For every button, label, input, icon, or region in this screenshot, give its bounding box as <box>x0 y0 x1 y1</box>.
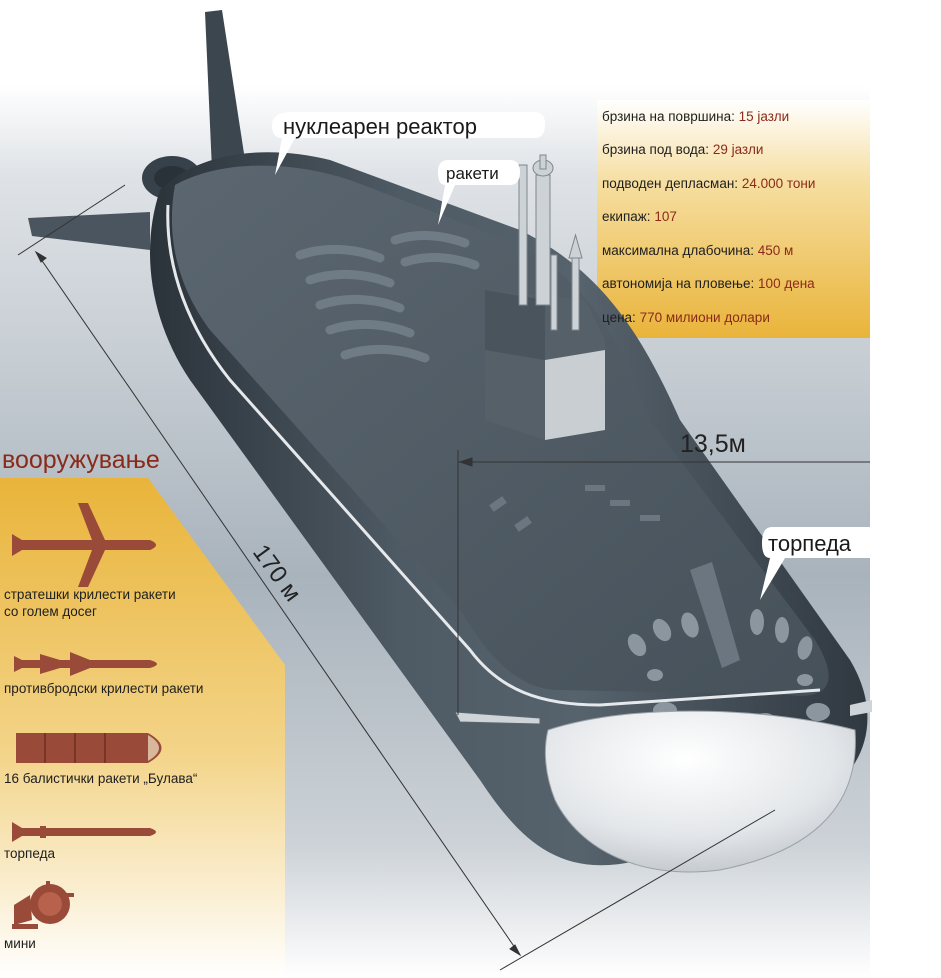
bow-fin-left <box>454 711 541 725</box>
missile-hatches <box>295 231 480 363</box>
spec-crew: екипаж: 107 <box>602 209 677 224</box>
torpedoes-callout-text: торпеда <box>768 531 852 556</box>
ballistic-missile-icon <box>16 733 162 763</box>
reactor-callout-text: нуклеарен реактор <box>283 114 477 139</box>
naval-mine-icon <box>12 881 74 929</box>
specs-list: брзина на површина: 15 јазли брзина под … <box>597 100 870 338</box>
spec-surface-speed: брзина на површина: 15 јазли <box>602 109 789 124</box>
specs-panel-background <box>597 100 870 338</box>
spec-value: 770 милиони долари <box>639 310 770 325</box>
spec-label: цена: <box>602 310 640 325</box>
cruise-missile-icon <box>12 503 156 587</box>
bow-fin-right <box>850 700 872 716</box>
armament-item-ballistic-missiles: 16 балистички ракети „Булава“ <box>4 771 198 786</box>
armament-title: вооружување <box>2 446 160 474</box>
spec-max-depth: максимална длабочина: 450 м <box>602 243 793 258</box>
bow-markings <box>489 485 740 668</box>
armament-item-anti-ship-missiles: противбродски крилести ракети <box>4 681 204 696</box>
torpedo-icon <box>12 822 156 842</box>
anti-ship-missile-icon <box>14 652 157 676</box>
stern-vertical-fin <box>205 10 245 170</box>
armament-panel-background <box>0 478 285 978</box>
spec-price: цена: 770 милиони долари <box>602 310 770 325</box>
reactor-callout: нуклеарен реактор <box>272 112 545 175</box>
spec-label: максимална длабочина: <box>602 243 758 258</box>
armament-item-cruise-missiles: стратешки крилести ракети со голем досег <box>4 587 176 619</box>
width-dimension <box>457 450 870 715</box>
missiles-callout-text: ракети <box>446 164 499 183</box>
width-label: 13,5м <box>680 430 746 458</box>
spec-value: 450 м <box>757 243 794 258</box>
spec-value: 29 јазли <box>712 142 764 157</box>
spec-displacement: подводен депласман: 24.000 тони <box>602 176 815 191</box>
sonar-dome <box>544 710 856 873</box>
spec-value: 15 јазли <box>738 109 790 124</box>
length-dimension <box>17 184 776 971</box>
spec-label: автономија на пловење: <box>602 276 759 291</box>
stern-fin-left <box>28 212 150 250</box>
spec-label: подводен депласман: <box>602 176 742 191</box>
spec-autonomy: автономија на пловење: 100 дена <box>602 276 815 291</box>
sail-window <box>545 350 605 440</box>
periscope-masts <box>518 154 583 331</box>
armament-item-torpedoes: торпеда <box>4 846 55 861</box>
spec-submerged-speed: брзина под вода: 29 јазли <box>602 142 763 157</box>
spec-value: 24.000 тони <box>741 176 816 191</box>
spec-label: екипаж: <box>602 209 655 224</box>
missiles-callout: ракети <box>438 160 520 225</box>
sail-side <box>485 290 545 360</box>
armament-item-mines: мини <box>4 936 36 951</box>
hull-stripe <box>166 204 821 707</box>
torpedoes-callout: торпеда <box>760 527 870 600</box>
spec-value: 107 <box>654 209 677 224</box>
spec-value: 100 дена <box>758 276 815 291</box>
spec-label: брзина под вода: <box>602 142 713 157</box>
spec-label: брзина на површина: <box>602 109 739 124</box>
